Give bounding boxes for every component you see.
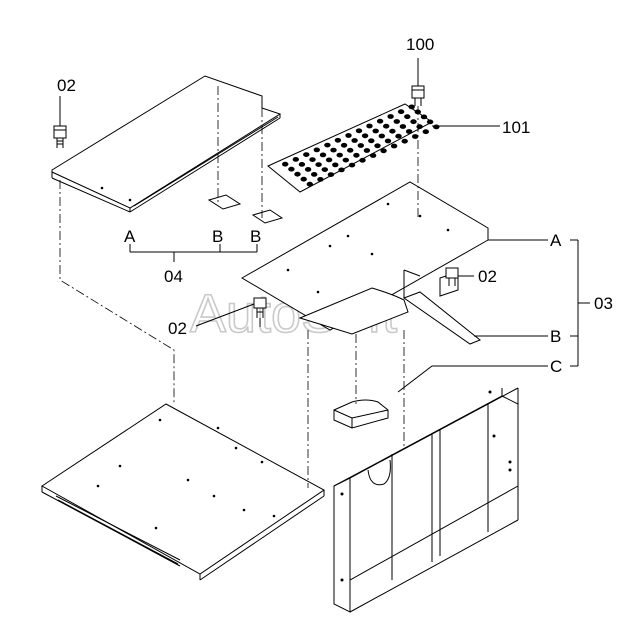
grating-hole [351, 138, 358, 143]
callout-letter-b-left1: B [212, 227, 223, 246]
grating-hole [313, 147, 320, 153]
grating-hole [334, 137, 342, 143]
grating-hole [294, 171, 301, 177]
grating-hole [315, 162, 322, 168]
grating-hole [395, 133, 402, 139]
long-bar-b [402, 269, 481, 345]
bolt-center [253, 297, 267, 318]
bolt-left [53, 96, 67, 148]
callout-letter-c-right: C [550, 357, 562, 376]
grating-hole [303, 152, 310, 158]
grating-hole [348, 162, 356, 168]
callout-bolt-right: 02 [478, 267, 497, 286]
grating-hole [327, 172, 335, 178]
grating-hole [401, 138, 408, 144]
callout-letter-b-right: B [550, 327, 561, 346]
grating-hole [292, 157, 299, 162]
enclosure-panel [333, 387, 519, 613]
grating-hole [336, 152, 343, 158]
grating-hole [288, 166, 295, 172]
grating-101 [267, 103, 440, 193]
grating-hole [317, 177, 324, 182]
grating-hole [410, 119, 417, 125]
assembly-lines [59, 86, 419, 488]
grating-hole [357, 143, 364, 148]
grating-hole [383, 123, 390, 129]
grating-hole [311, 172, 318, 177]
block-c [333, 399, 389, 429]
grating-hole [422, 129, 429, 135]
grating-hole [306, 181, 313, 187]
leader-lines [129, 125, 590, 393]
grating-hole [384, 138, 392, 144]
grating-hole [298, 162, 306, 167]
cover-plate-top-left [51, 75, 282, 213]
grating-hole [378, 133, 385, 139]
grating-hole [393, 119, 400, 124]
callout-letter-a-right: A [550, 231, 562, 250]
callout-bolt-left: 02 [57, 76, 76, 95]
grating-hole [330, 147, 337, 153]
grating-hole [408, 104, 415, 110]
grating-hole [345, 133, 352, 138]
grating-hole [353, 152, 360, 158]
callout-letter-b-left2: B [250, 227, 261, 246]
grating-hole [380, 148, 387, 154]
bolt-top [411, 58, 425, 106]
grating-hole [342, 157, 349, 163]
strip-b-left [207, 194, 242, 210]
grating-hole [347, 147, 354, 153]
grating-hole [304, 167, 312, 172]
grating-hole [397, 109, 405, 115]
grating-hole [321, 167, 328, 173]
notch-plate [298, 287, 409, 335]
grating-hole [338, 167, 345, 173]
grating-hole [399, 124, 407, 129]
grating-hole [372, 128, 379, 134]
grating-hole [387, 114, 394, 119]
grating-hole [376, 118, 384, 124]
grating-hole [309, 157, 316, 163]
grating-hole [420, 114, 428, 120]
grating-hole [404, 114, 411, 120]
grating-hole [324, 142, 331, 148]
callout-letter-a-left: A [124, 227, 136, 246]
grating-hole [319, 152, 327, 158]
bolt-right [445, 267, 459, 286]
grating-hole [332, 162, 339, 168]
grating-hole [433, 124, 440, 130]
grating-hole [416, 124, 423, 130]
grating-hole [366, 123, 373, 129]
callout-bolt-center: 02 [168, 319, 187, 338]
grating-hole [363, 148, 371, 153]
grating-hole [389, 128, 396, 134]
grating-hole [325, 157, 333, 163]
grating-hole [282, 161, 289, 167]
callout-group-03: 03 [594, 294, 613, 313]
grating-hole [390, 143, 398, 149]
grating-hole [369, 153, 377, 158]
grating-hole [405, 129, 413, 134]
grating-hole [426, 119, 434, 125]
grating-hole [355, 128, 363, 134]
floor-plate [41, 403, 325, 581]
grating-hole [300, 176, 307, 182]
strip-b-right [251, 209, 284, 224]
grating-hole [368, 138, 375, 144]
callout-bolt-top: 100 [406, 35, 434, 54]
callout-group-04: 04 [164, 267, 183, 286]
callout-grating: 101 [502, 118, 530, 137]
grating-hole [340, 142, 348, 148]
grating-hole [361, 133, 369, 139]
grating-hole [412, 134, 419, 139]
grating-hole [359, 157, 366, 163]
grating-hole [374, 143, 381, 149]
